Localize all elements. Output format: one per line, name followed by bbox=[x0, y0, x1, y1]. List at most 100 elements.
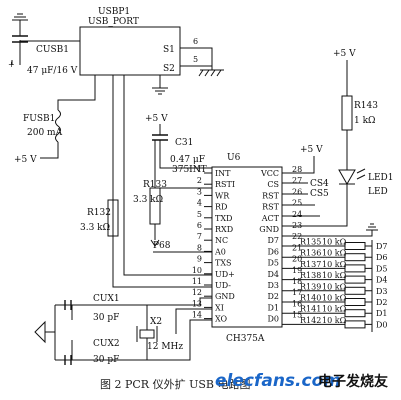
data-resistor-label: R137 bbox=[300, 260, 321, 269]
r143-value: 1 kΩ bbox=[354, 116, 376, 126]
watermark-cn: 电子发烧友 bbox=[318, 373, 388, 390]
ic-pin-number: 16 bbox=[292, 299, 302, 308]
r133-ref: R133 bbox=[143, 180, 167, 190]
ic-pin-number: 17 bbox=[292, 288, 302, 297]
usb-pin5: 5 bbox=[193, 55, 198, 64]
cux1-value: 30 pF bbox=[93, 313, 119, 323]
ic-pin-number: 18 bbox=[292, 277, 302, 286]
ic-pin-name: UD- bbox=[215, 281, 231, 290]
data-resistor bbox=[344, 253, 366, 262]
ic-pin-name: RST bbox=[262, 191, 280, 200]
data-output-label: D6 bbox=[376, 253, 388, 262]
ic-pin-number: 28 bbox=[292, 165, 302, 174]
ground-icon bbox=[152, 75, 168, 95]
data-resistor-label: R142 bbox=[300, 316, 321, 325]
vcc-c31: +5 V bbox=[145, 114, 168, 124]
data-resistor-label: R140 bbox=[300, 294, 321, 303]
ic-pin-number: 9 bbox=[197, 255, 202, 264]
ic-pin-name: GND bbox=[259, 225, 279, 234]
data-resistor-value: 10 kΩ bbox=[322, 260, 347, 269]
ic-pin-number: 27 bbox=[292, 176, 302, 185]
data-resistor bbox=[344, 298, 366, 306]
data-output-label: D2 bbox=[376, 298, 388, 307]
data-resistor bbox=[344, 286, 366, 295]
led-icon bbox=[338, 169, 356, 186]
figure-caption: 图 2 PCR 仪外扩 USB 电路图 bbox=[100, 377, 250, 391]
x2-value: 12 MHz bbox=[147, 342, 183, 352]
data-output-label: D1 bbox=[376, 309, 388, 318]
cux2-value: 30 pF bbox=[93, 355, 119, 365]
u6-part: CH375A bbox=[226, 334, 265, 344]
cs5-label: CS5 bbox=[310, 189, 329, 199]
r133-resistor bbox=[149, 187, 161, 225]
data-resistor bbox=[344, 242, 366, 250]
data-resistor-label: R139 bbox=[300, 282, 321, 291]
c31-value: 0.47 μF bbox=[170, 155, 205, 165]
ic-pin-name: D2 bbox=[267, 292, 279, 301]
ic-pin-number: 6 bbox=[197, 221, 202, 230]
ic-pin-name: D1 bbox=[267, 303, 279, 312]
chassis-ground-icon bbox=[198, 69, 224, 77]
ic-pin-name: D4 bbox=[267, 270, 279, 279]
r132-resistor bbox=[107, 199, 119, 237]
cux2-capacitor bbox=[64, 355, 72, 365]
vcc-pin28: +5 V bbox=[300, 145, 323, 155]
data-resistor-value: 10 kΩ bbox=[322, 305, 347, 314]
led-ref: LED1 bbox=[368, 173, 394, 183]
ic-pin-number: 10 bbox=[192, 266, 202, 275]
data-resistor bbox=[344, 264, 366, 273]
ic-pin-number: 22 bbox=[292, 232, 302, 241]
ic-pin-number: 2 bbox=[197, 176, 202, 185]
ic-pin-number: 8 bbox=[197, 243, 202, 252]
ic-pin-number: 25 bbox=[292, 199, 302, 208]
vcc-led: +5 V bbox=[333, 49, 356, 59]
data-output-label: D7 bbox=[376, 242, 388, 251]
ic-pin-name: RST bbox=[262, 203, 280, 212]
ic-pin-name: A0 bbox=[214, 247, 226, 256]
data-resistor-value: 10 kΩ bbox=[322, 316, 347, 325]
c31-capacitor bbox=[152, 134, 168, 141]
data-resistor bbox=[344, 309, 366, 318]
ic-pin-name: WR bbox=[215, 191, 230, 200]
fuse-icon bbox=[55, 109, 61, 143]
data-resistor-label: R141 bbox=[300, 305, 321, 314]
watermark-site: elecfans.com bbox=[215, 371, 341, 391]
data-resistor bbox=[344, 320, 366, 329]
led-light-rays bbox=[356, 168, 366, 180]
ic-pin-name: INT bbox=[215, 169, 231, 178]
r143-ref: R143 bbox=[354, 101, 378, 111]
data-resistor-value: 10 kΩ bbox=[322, 271, 347, 280]
cux1-ref: CUX1 bbox=[93, 294, 120, 304]
data-resistor-value: 10 kΩ bbox=[322, 294, 347, 303]
data-resistor bbox=[344, 275, 366, 284]
r132-ref: R132 bbox=[87, 208, 111, 218]
cusb-plus: + bbox=[8, 60, 15, 69]
usb-port: USBP1 USB_PORT S1 S2 6 5 bbox=[79, 7, 198, 76]
ic-pin-number: 7 bbox=[197, 232, 202, 241]
vcc-left: +5 V bbox=[14, 155, 37, 165]
data-output-label: D3 bbox=[376, 287, 388, 296]
ground-icon bbox=[282, 223, 378, 237]
fusb-value: 200 mA bbox=[27, 128, 63, 138]
r133-value: 3.3 kΩ bbox=[133, 195, 163, 205]
r132-value: 3.3 kΩ bbox=[80, 223, 110, 233]
ic-pin-name: GND bbox=[215, 292, 235, 301]
ic-pin-name: D5 bbox=[267, 259, 279, 268]
data-resistor-value: 10 kΩ bbox=[322, 282, 347, 291]
ic-pin-name: D7 bbox=[267, 236, 279, 245]
ic-pin-number: 1 bbox=[197, 165, 202, 174]
usb-pin6: 6 bbox=[193, 37, 198, 46]
data-output-label: D5 bbox=[376, 264, 388, 273]
ic-pin-name: RD bbox=[215, 203, 227, 212]
data-resistor-value: 10 kΩ bbox=[322, 249, 347, 258]
data-resistor-label: R138 bbox=[300, 271, 321, 280]
ic-pin-number: 12 bbox=[192, 288, 202, 297]
cux2-ref: CUX2 bbox=[93, 339, 120, 349]
data-resistor-value: 10 kΩ bbox=[322, 238, 347, 247]
ground-icon bbox=[34, 305, 56, 360]
ic-pin-name: D3 bbox=[267, 281, 279, 290]
ic-pin-number: 5 bbox=[197, 210, 202, 219]
crystal-icon bbox=[139, 329, 155, 339]
